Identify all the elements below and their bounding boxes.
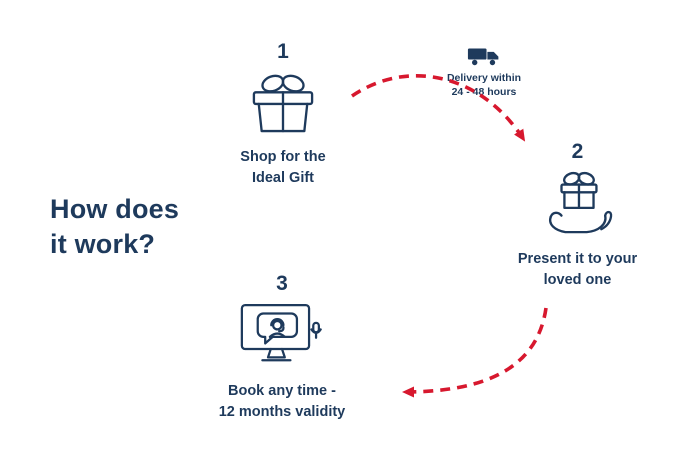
step-2-label: Present it to your loved one <box>517 251 638 289</box>
gift-box-icon <box>244 70 322 134</box>
support-monitor-icon <box>240 302 324 368</box>
delivery-truck-icon <box>467 46 501 68</box>
hand-gift-icon <box>539 170 617 236</box>
step-2-number: 2 <box>571 140 584 163</box>
step-1-number: 1 <box>277 40 289 63</box>
delivery-badge: Delivery within 24 - 48 hours <box>426 46 542 99</box>
step-2: 2 Present it to your loved one <box>505 140 650 291</box>
step-1-label: Shop for the Ideal Gift <box>240 149 326 187</box>
arrow-step2-to-step3 <box>402 307 548 398</box>
step-3: 3 Book any time - 12 months valid <box>203 272 361 423</box>
step-1: 1 Shop for the Ideal Gift <box>212 40 354 189</box>
step-3-number: 3 <box>276 272 288 295</box>
delivery-text: Delivery within 24 - 48 hours <box>446 72 522 99</box>
step-3-label: Book any time - 12 months validity <box>218 383 346 421</box>
page-title: How does it work? <box>50 194 180 259</box>
